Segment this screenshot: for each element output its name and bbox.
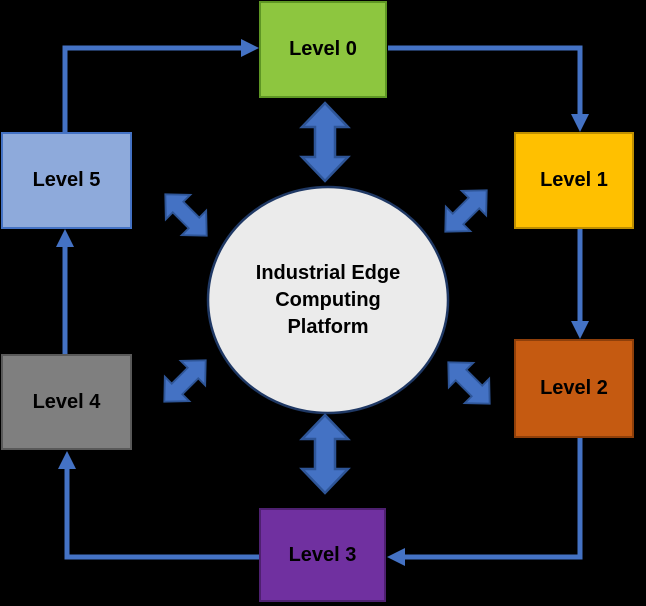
edge-level5-to-level0-arrowhead-icon: [241, 39, 259, 57]
bidirectional-arrow-bottom-left-icon: [151, 347, 219, 415]
edge-level4-to-level5-arrowhead-icon: [56, 229, 74, 247]
bidirectional-arrow-top-icon: [300, 101, 350, 183]
edge-level3-to-level4-line: [64, 465, 260, 560]
edge-level5-to-level0-line: [62, 45, 244, 133]
level-3-box: [259, 508, 386, 602]
center-platform-ellipse: [206, 185, 450, 415]
edge-level2-to-level3-arrowhead-icon: [387, 548, 405, 566]
edge-level1-to-level2-arrowhead-icon: [571, 321, 589, 339]
edge-level2-to-level3-line: [402, 437, 583, 560]
edge-level0-to-level1-arrowhead-icon: [571, 114, 589, 132]
level-0-box: [259, 1, 387, 98]
bidirectional-arrow-top-left-icon: [152, 181, 220, 249]
level-4-box: [1, 354, 132, 450]
edge-level3-to-level4-arrowhead-icon: [58, 451, 76, 469]
bidirectional-arrow-top-right-icon: [432, 177, 500, 245]
edge-level0-to-level1-line: [388, 45, 583, 118]
level-2-box: [514, 339, 634, 438]
level-5-box: [1, 132, 132, 229]
level-1-box: [514, 132, 634, 229]
bidirectional-arrow-bottom-icon: [300, 413, 350, 495]
bidirectional-arrow-bottom-right-icon: [435, 349, 503, 417]
